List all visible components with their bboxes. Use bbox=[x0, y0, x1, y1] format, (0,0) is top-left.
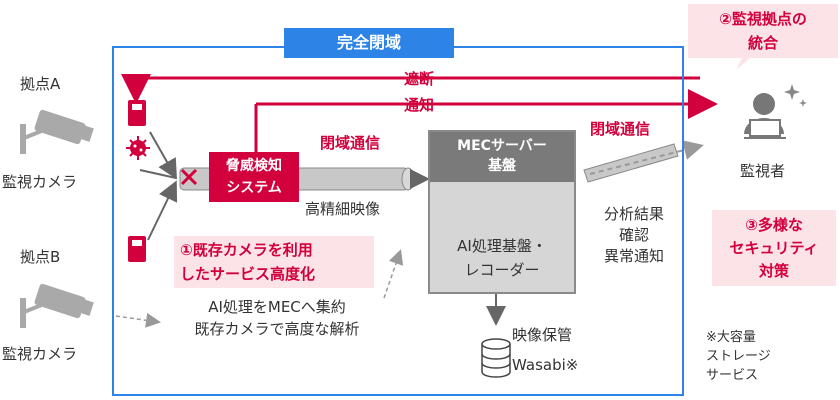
notify-label: 通知 bbox=[404, 96, 435, 114]
database-icon bbox=[481, 338, 511, 378]
dashed-arrows bbox=[115, 249, 404, 328]
block-x-icon bbox=[180, 168, 198, 186]
storage-label: 映像保管 bbox=[512, 326, 573, 344]
point3-callout: ③多様な セキュリティ 対策 bbox=[712, 210, 836, 286]
closed-comm-label-right: 閉域通信 bbox=[590, 120, 651, 138]
analysis-text: 分析結果 確認 異常通知 bbox=[584, 204, 684, 267]
point1-line-1: ①既存カメラを利用 bbox=[180, 241, 313, 259]
point3-line-1: ③多様な bbox=[745, 216, 803, 234]
point3-line-2: セキュリティ bbox=[729, 239, 819, 257]
notify-arrow bbox=[254, 89, 718, 152]
mec-server-box: MECサーバー 基盤 AI処理基盤・ レコーダー bbox=[428, 130, 576, 294]
closed-comm-label-left: 閉域通信 bbox=[320, 134, 381, 152]
ai-desc-line-1: AI処理をMECへ集約 bbox=[208, 298, 346, 316]
ai-desc-line-2: 既存カメラで高度な解析 bbox=[194, 320, 360, 338]
site-a-label: 拠点A bbox=[20, 75, 61, 93]
camera-lines bbox=[139, 131, 178, 241]
block-arrow bbox=[121, 74, 700, 104]
mec-title-2: 基盤 bbox=[488, 158, 516, 174]
threat-line-1: 脅威検知 bbox=[226, 158, 282, 174]
device-icon bbox=[128, 100, 146, 262]
callout-pointer bbox=[736, 58, 750, 70]
camera-icon bbox=[20, 109, 94, 154]
camera-a-label: 監視カメラ bbox=[2, 173, 78, 191]
point1-line-2: したサービス高度化 bbox=[180, 265, 316, 283]
threat-line-2: システム bbox=[226, 180, 282, 196]
point2-line-1: ②監視拠点の bbox=[719, 10, 807, 28]
virus-icon bbox=[126, 136, 150, 160]
mec-title-1: MECサーバー bbox=[457, 138, 547, 154]
footnote-line-3: サービス bbox=[706, 368, 759, 383]
mec-body: AI処理基盤・ レコーダー bbox=[430, 234, 574, 282]
sparkle-icon bbox=[784, 84, 807, 107]
hd-video-label: 高精細映像 bbox=[305, 200, 381, 218]
camera-icon bbox=[20, 283, 94, 328]
block-label: 遮断 bbox=[404, 70, 435, 88]
point2-callout: ②監視拠点の 統合 bbox=[688, 4, 838, 58]
footnote-line-1: ※大容量 bbox=[706, 330, 756, 345]
person-icon bbox=[744, 93, 786, 139]
threat-detection-system: 脅威検知 システム bbox=[209, 152, 299, 202]
closed-comm-pipe bbox=[583, 140, 704, 183]
closed-network-title: 完全閉域 bbox=[284, 28, 454, 58]
mec-body-2: レコーダー bbox=[464, 261, 540, 279]
site-b-label: 拠点B bbox=[20, 248, 61, 266]
point2-line-2: 統合 bbox=[747, 34, 778, 52]
analysis-line-1: 分析結果 bbox=[603, 205, 664, 223]
monitor-label: 監視者 bbox=[740, 162, 786, 180]
mec-header: MECサーバー 基盤 bbox=[430, 132, 574, 182]
footnote-line-2: ストレージ bbox=[706, 349, 771, 364]
analysis-line-3: 異常通知 bbox=[603, 247, 664, 265]
footnote: ※大容量 ストレージ サービス bbox=[706, 328, 771, 385]
wasabi-label: Wasabi※ bbox=[512, 356, 579, 374]
point1-callout: ①既存カメラを利用 したサービス高度化 bbox=[174, 236, 374, 288]
point3-line-3: 対策 bbox=[758, 262, 789, 280]
camera-b-label: 監視カメラ bbox=[2, 345, 78, 363]
ai-description: AI処理をMECへ集約 既存カメラで高度な解析 bbox=[162, 296, 392, 340]
analysis-line-2: 確認 bbox=[618, 226, 649, 244]
mec-body-1: AI処理基盤・ bbox=[457, 237, 547, 255]
